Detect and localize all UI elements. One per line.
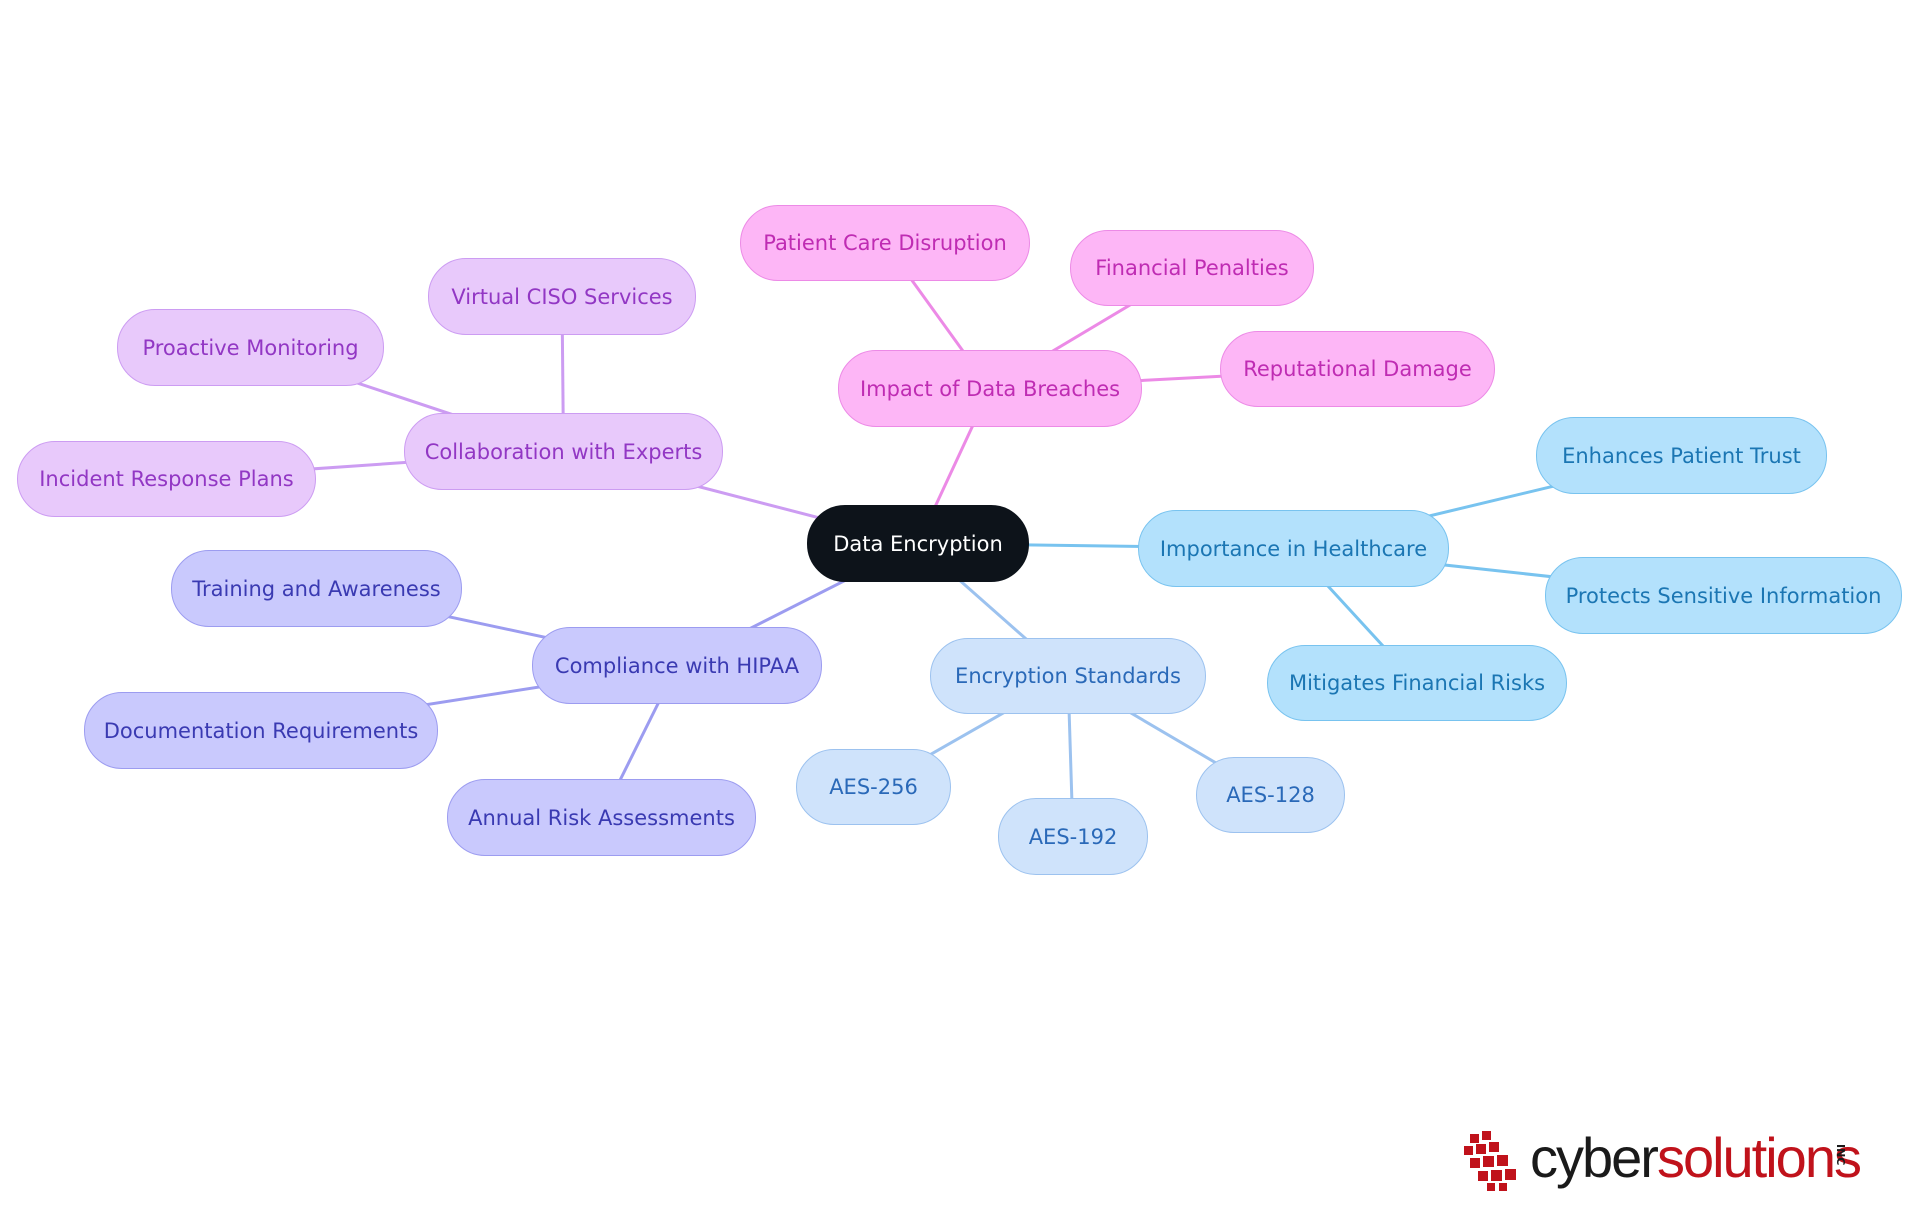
leaf-annual-risk-assessments[interactable]: Annual Risk Assessments — [447, 779, 756, 856]
logo-text-cyber: cyber — [1530, 1126, 1659, 1189]
cybersolutions-logo: cybersolutions INC — [1460, 1122, 1870, 1194]
branch-impact-of-data-breaches[interactable]: Impact of Data Breaches — [838, 350, 1142, 427]
root-node[interactable]: Data Encryption — [807, 505, 1029, 582]
leaf-mitigates-financial-risks[interactable]: Mitigates Financial Risks — [1267, 645, 1567, 721]
logo-mark-icon — [1464, 1131, 1516, 1191]
branch-importance-in-healthcare[interactable]: Importance in Healthcare — [1138, 510, 1449, 587]
leaf-protects-sensitive-information[interactable]: Protects Sensitive Information — [1545, 557, 1902, 634]
leaf-documentation-requirements[interactable]: Documentation Requirements — [84, 692, 438, 769]
branch-compliance-with-hipaa[interactable]: Compliance with HIPAA — [532, 627, 822, 704]
leaf-training-and-awareness[interactable]: Training and Awareness — [171, 550, 462, 627]
leaf-proactive-monitoring[interactable]: Proactive Monitoring — [117, 309, 384, 386]
leaf-financial-penalties[interactable]: Financial Penalties — [1070, 230, 1314, 306]
leaf-reputational-damage[interactable]: Reputational Damage — [1220, 331, 1495, 407]
logo-inc-label: INC — [1834, 1144, 1847, 1166]
branch-encryption-standards[interactable]: Encryption Standards — [930, 638, 1206, 714]
leaf-incident-response-plans[interactable]: Incident Response Plans — [17, 441, 316, 517]
leaf-enhances-patient-trust[interactable]: Enhances Patient Trust — [1536, 417, 1827, 494]
leaf-aes-128[interactable]: AES-128 — [1196, 757, 1345, 833]
leaf-virtual-ciso-services[interactable]: Virtual CISO Services — [428, 258, 696, 335]
leaf-aes-256[interactable]: AES-256 — [796, 749, 951, 825]
leaf-aes-192[interactable]: AES-192 — [998, 798, 1148, 875]
logo-wordmark: cybersolutions — [1530, 1122, 1862, 1194]
logo-text-solutions: solutions — [1656, 1126, 1862, 1189]
leaf-patient-care-disruption[interactable]: Patient Care Disruption — [740, 205, 1030, 281]
branch-collaboration-with-experts[interactable]: Collaboration with Experts — [404, 413, 723, 490]
